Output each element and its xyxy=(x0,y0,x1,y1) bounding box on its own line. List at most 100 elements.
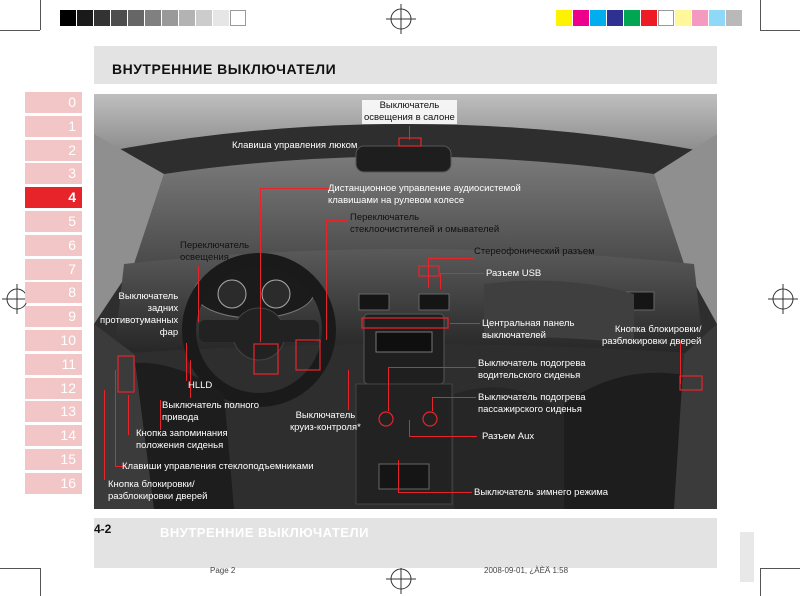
color-swatch xyxy=(60,10,76,26)
leader-line xyxy=(326,220,348,221)
color-swatch xyxy=(111,10,127,26)
label-windows: Клавиши управления стеклоподъемниками xyxy=(122,461,314,472)
leader-line xyxy=(450,323,480,324)
crop-mark xyxy=(760,0,761,30)
crop-mark xyxy=(0,30,40,31)
leader-line xyxy=(115,466,125,467)
leader-line xyxy=(186,343,187,381)
print-page-caption: Page 2 xyxy=(210,566,236,575)
page-number: 4-2 xyxy=(94,522,112,536)
color-swatch xyxy=(162,10,178,26)
crop-mark xyxy=(760,568,800,569)
chapter-tab-6[interactable]: 6 xyxy=(25,234,82,256)
crop-mark xyxy=(760,568,761,596)
leader-line xyxy=(388,367,476,368)
color-swatch xyxy=(145,10,161,26)
leader-line xyxy=(409,420,410,436)
label-door-lock-left: Кнопка блокировки/разблокировки дверей xyxy=(108,479,208,502)
leader-line xyxy=(432,397,433,411)
color-swatch xyxy=(573,10,589,26)
crop-mark xyxy=(40,0,41,30)
color-swatch xyxy=(726,10,742,26)
chapter-tab-0[interactable]: 0 xyxy=(25,92,82,113)
page-title: ВНУТРЕННИЕ ВЫКЛЮЧАТЕЛИ xyxy=(112,61,337,77)
leader-line xyxy=(432,397,476,398)
chapter-tab-14[interactable]: 14 xyxy=(25,425,82,447)
crop-mark xyxy=(0,568,40,569)
color-swatch xyxy=(556,10,572,26)
leader-line xyxy=(160,400,161,430)
leader-line xyxy=(398,492,472,493)
label-sunroof: Клавиша управления люком xyxy=(232,140,358,151)
interior-photo xyxy=(94,94,717,509)
color-swatch xyxy=(641,10,657,26)
color-swatch xyxy=(675,10,691,26)
chapter-tab-11[interactable]: 11 xyxy=(25,353,82,375)
leader-line xyxy=(409,436,477,437)
label-door-lock-right: Кнопка блокировки/разблокировки дверей xyxy=(602,324,702,347)
crop-mark xyxy=(760,30,800,31)
chapter-tab-16[interactable]: 16 xyxy=(25,472,82,494)
color-swatch xyxy=(709,10,725,26)
leader-line xyxy=(348,370,349,410)
interior-illustration xyxy=(94,94,717,509)
print-date-caption: 2008-09-01, ¿ÀÈÄ 1:58 xyxy=(484,566,569,575)
chapter-tab-4[interactable]: 4 xyxy=(25,187,82,209)
registration-mark-top xyxy=(386,4,416,34)
margin-strip xyxy=(740,532,754,582)
crop-mark xyxy=(40,568,41,596)
chapter-tab-2[interactable]: 2 xyxy=(25,139,82,161)
chapter-tab-15[interactable]: 15 xyxy=(25,449,82,470)
chapter-tab-10[interactable]: 10 xyxy=(25,330,82,351)
header-band xyxy=(94,46,717,84)
color-swatch xyxy=(94,10,110,26)
color-swatch xyxy=(213,10,229,26)
color-swatch xyxy=(590,10,606,26)
leader-line xyxy=(115,370,116,466)
leader-line xyxy=(198,266,199,322)
color-swatch xyxy=(128,10,144,26)
label-usb: Разъем USB xyxy=(486,268,542,279)
footer-band xyxy=(94,518,717,568)
chapter-tab-8[interactable]: 8 xyxy=(25,282,82,304)
color-swatch xyxy=(607,10,623,26)
leader-line xyxy=(440,273,441,289)
chapter-tab-7[interactable]: 7 xyxy=(25,258,82,280)
leader-line xyxy=(190,360,191,398)
leader-line xyxy=(388,367,389,411)
color-swatch xyxy=(692,10,708,26)
chapter-tab-12[interactable]: 12 xyxy=(25,377,82,399)
registration-mark-right xyxy=(768,284,798,314)
label-hlld: HLLD xyxy=(188,380,213,391)
color-swatch xyxy=(179,10,195,26)
color-swatch xyxy=(196,10,212,26)
chapter-tab-3[interactable]: 3 xyxy=(25,163,82,185)
leader-line xyxy=(398,460,399,492)
label-stereo-jack: Стереофонический разъем xyxy=(474,246,595,257)
leader-line xyxy=(428,258,429,288)
leader-line xyxy=(260,188,330,189)
leader-line xyxy=(680,342,681,384)
chapter-tab-13[interactable]: 13 xyxy=(25,401,82,423)
leader-line xyxy=(428,258,474,259)
color-swatch xyxy=(624,10,640,26)
footer-title: ВНУТРЕННИЕ ВЫКЛЮЧАТЕЛИ xyxy=(160,525,369,540)
leader-line xyxy=(128,395,129,435)
chapter-tab-9[interactable]: 9 xyxy=(25,306,82,328)
color-swatch xyxy=(77,10,93,26)
chapter-tab-1[interactable]: 1 xyxy=(25,115,82,137)
leader-line xyxy=(326,220,327,340)
label-winter: Выключатель зимнего режима xyxy=(474,487,609,498)
color-swatch xyxy=(230,10,246,26)
chapter-tab-5[interactable]: 5 xyxy=(25,211,82,232)
